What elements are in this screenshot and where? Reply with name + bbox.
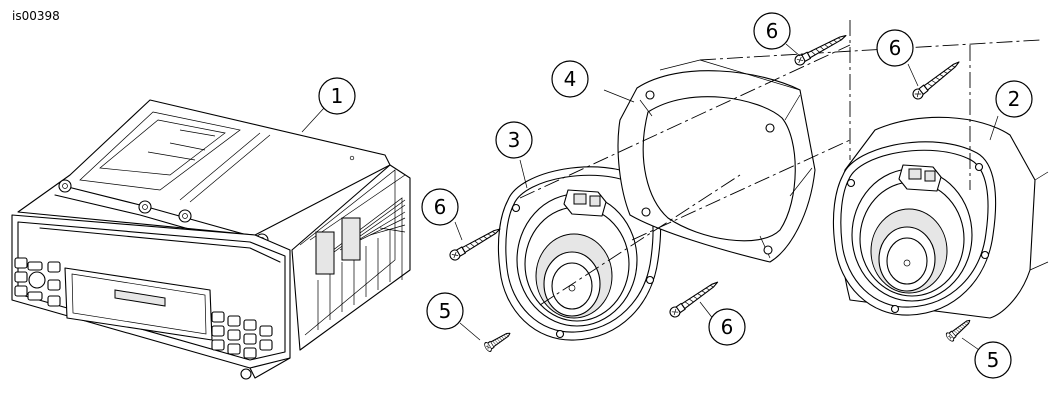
svg-text:6: 6 [766, 19, 779, 43]
callout-screw-right-bottom: 5 [974, 341, 1012, 379]
leader-3 [519, 159, 528, 189]
svg-text:6: 6 [434, 195, 447, 219]
alignment-lines [519, 20, 1041, 306]
speaker-right [832, 116, 1049, 319]
svg-text:3: 3 [508, 128, 521, 152]
adapter-ring [603, 59, 816, 263]
screw-mid-left [447, 224, 504, 263]
callout-screw-top-left: 6 [753, 12, 791, 50]
callout-adapter-ring: 4 [551, 60, 589, 98]
svg-text:2: 2 [1008, 87, 1021, 111]
svg-text:5: 5 [987, 348, 1000, 372]
callout-screw-top-right: 6 [876, 29, 914, 67]
svg-text:5: 5 [439, 299, 452, 323]
callout-speaker-right: 2 [995, 80, 1033, 118]
callout-radio: 1 [318, 77, 356, 115]
screw-bottom-right [944, 316, 974, 343]
radio-unit [11, 99, 411, 380]
svg-text:6: 6 [721, 315, 734, 339]
screw-mid-right [667, 277, 722, 320]
callout-screw-left-bottom: 5 [426, 292, 464, 330]
callout-speaker-left: 3 [495, 121, 533, 159]
screw-top-left [792, 30, 849, 68]
svg-text:6: 6 [889, 36, 902, 60]
screw-bottom-left [482, 328, 514, 354]
callout-screw-mid-left: 6 [421, 188, 459, 226]
callout-screw-mid-right: 6 [708, 308, 746, 346]
leader-2 [989, 115, 999, 141]
svg-text:1: 1 [331, 84, 344, 108]
screw-top-right [910, 57, 963, 102]
figure-id: is00398 [12, 9, 60, 23]
svg-text:4: 4 [564, 67, 577, 91]
